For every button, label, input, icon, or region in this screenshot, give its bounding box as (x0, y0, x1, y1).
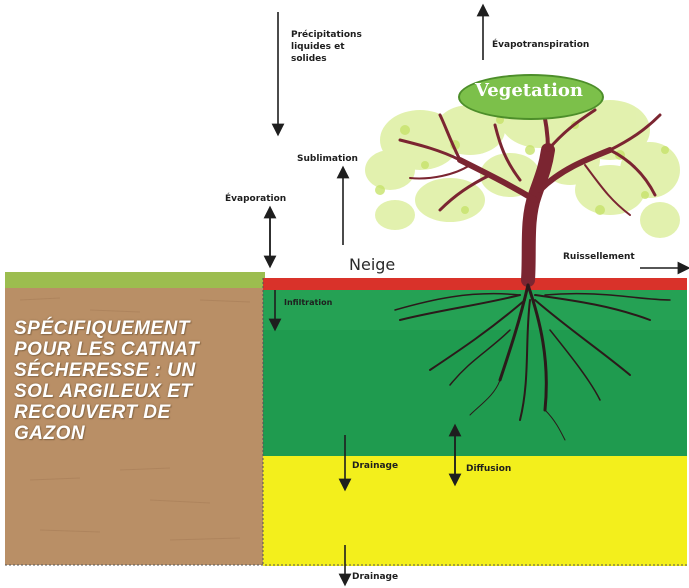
precipitations-label-1: Précipitations (291, 30, 362, 40)
soil-note-line-6: GAZON (14, 423, 276, 444)
sublimation-label: Sublimation (297, 154, 358, 164)
red-surface-layer (263, 278, 687, 291)
drainage-label-top: Drainage (352, 461, 398, 471)
vegetation-label: Vegetation (458, 80, 600, 101)
soil-note-line-1: SPÉCIFIQUEMENT (14, 318, 276, 339)
soil-note-line-2: POUR LES CATNAT (14, 339, 276, 360)
infiltration-label: Infiltration (284, 298, 332, 307)
precipitations-label-2: liquides et (291, 42, 345, 52)
precipitations-label-3: solides (291, 54, 327, 64)
soil-note-line-4: SOL ARGILEUX ET (14, 381, 276, 402)
grass-strip (5, 272, 265, 288)
soil-note: SPÉCIFIQUEMENT POUR LES CATNAT SÉCHERESS… (14, 318, 276, 444)
evapotranspiration-label: Évapotranspiration (492, 40, 589, 50)
diffusion-label: Diffusion (466, 464, 511, 474)
drainage-label-bottom: Drainage (352, 572, 398, 582)
soil-note-line-3: SÉCHERESSE : UN (14, 360, 276, 381)
soil-note-line-5: RECOUVERT DE (14, 402, 276, 423)
snow-label: Neige (349, 255, 395, 274)
runoff-label: Ruissellement (563, 252, 635, 262)
evaporation-label: Évaporation (225, 194, 286, 204)
